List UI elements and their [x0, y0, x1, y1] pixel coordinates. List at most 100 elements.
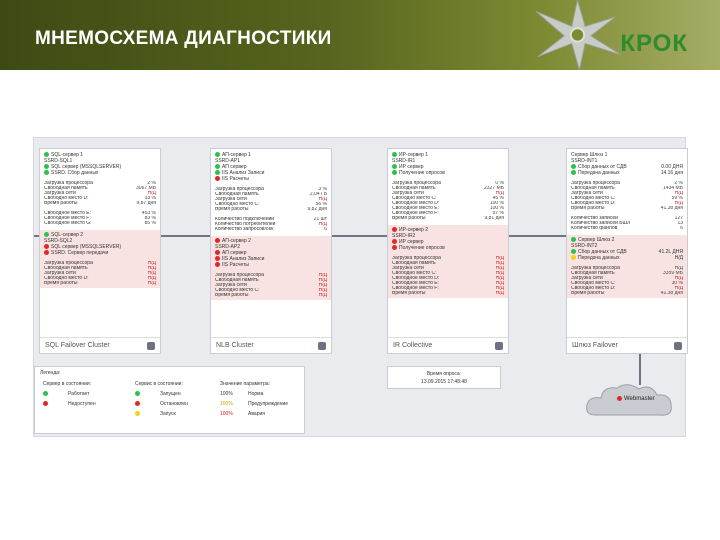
metric-row: Свободно место С:Н/Д [392, 271, 504, 276]
status-ok-icon [392, 170, 397, 176]
service-line: SSRD-SQL2 [44, 238, 156, 244]
metric-label: Свободно место С: [215, 202, 260, 207]
legend-title: Легенда: [40, 370, 61, 376]
service-label: АП сервер [222, 164, 247, 170]
metric-label: Время работы [44, 281, 78, 286]
service-line: ИР сервер [392, 239, 504, 245]
metric-value: Н/Д [318, 278, 327, 283]
metric-value: Н/Д [674, 266, 683, 271]
metric-label: Свободно место С: [571, 281, 616, 286]
metric-label: Свободная память [215, 278, 259, 283]
metric-value: Н/Д [147, 281, 156, 286]
service-label: SQL-сервер 1 [51, 152, 84, 158]
metric-label: Свободная память [44, 186, 88, 191]
service-line: SSRD-IR1 [392, 158, 504, 164]
status-error-icon [392, 227, 397, 233]
legend-server-states: Сервер в состоянии: Работает Недоступен [43, 379, 96, 409]
metric-label: Свободное место D: [392, 276, 440, 281]
service-label: Передача данных [578, 255, 620, 261]
panel-footer: Шлюз Failover [567, 337, 687, 353]
status-error-icon [617, 396, 622, 401]
metric-value: 2,04 ГБ [309, 192, 327, 197]
metric-label: Загрузка сети [44, 191, 76, 196]
service-line: АП сервер [215, 164, 327, 170]
metric-value: Н/Д [495, 281, 504, 286]
metric-value: 56 % [315, 202, 327, 207]
service-label: SSRD. Сбор данных [51, 170, 99, 176]
service-label: SQL-сервер 2 [51, 232, 84, 238]
metric-row: Свободное место F:83 % [44, 216, 156, 221]
status-error-icon [215, 262, 220, 268]
metric-row: Свободно место С:45 % [392, 196, 504, 201]
service-line: АП-сервер 2 [215, 238, 327, 244]
metric-value: Н/Д [318, 293, 327, 298]
metric-label: Время работы [392, 291, 426, 296]
metric-value: 85 % [144, 221, 156, 226]
metric-value: 9,87 дня [136, 201, 156, 206]
service-line: Получение опросов [392, 245, 504, 251]
metric-value: Н/Д [495, 191, 504, 196]
poll-time-box: Время опроса: 13.09.2015 17:48:48 [387, 366, 501, 389]
metric-label: Загрузка сети [215, 283, 247, 288]
service-label: IIS Анализ Записи [222, 170, 265, 176]
status-error-icon [135, 401, 140, 407]
metric-row: Свободное место E:453 % [44, 211, 156, 216]
service-line: SSRD. Сервер передачи [44, 250, 156, 256]
status-error-icon [215, 238, 220, 244]
cluster-icon [495, 341, 503, 350]
service-value: 14.16 дня [660, 170, 683, 176]
status-error-icon [43, 401, 48, 407]
metric-label: Загрузка сети [392, 266, 424, 271]
metric-label: Загрузка сети [571, 191, 603, 196]
metric-label: Свободная память [392, 186, 436, 191]
service-line: SQL-сервер 1 [44, 152, 156, 158]
panel-footer: SQL Failover Cluster [40, 337, 160, 353]
metric-value: Н/Д [147, 271, 156, 276]
legend-item: Остановлен [160, 401, 188, 407]
metric-row: Свободно место С: 56 % [215, 202, 327, 207]
service-label: SSRD. Сервер передачи [51, 250, 109, 256]
legend-head: Значение параметра: [220, 381, 270, 387]
metric-value: Н/Д [495, 286, 504, 291]
legend-item: Недоступен [68, 401, 96, 407]
metric-row: Свободное место F:Н/Д [392, 286, 504, 291]
metric-value: 41.38 дня [660, 291, 683, 296]
status-warning-icon [135, 411, 140, 417]
metric-label: Количество записей БШЛ [571, 221, 631, 226]
status-ok-icon [43, 391, 48, 397]
metric-value: Н/Д [147, 191, 156, 196]
legend-item: Предупреждение [248, 401, 289, 407]
service-line: АП-сервер 1 [215, 152, 327, 158]
metric-row: Свободно место С:59 % [571, 196, 683, 201]
service-label: SQL сервер (MSSQLSERVER) [51, 164, 122, 170]
service-label: SSRD-IR2 [392, 233, 416, 239]
poll-time-label: Время опроса: [426, 371, 462, 377]
metric-label: Свободное место E: [44, 211, 92, 216]
metric-value: Н/Д [495, 271, 504, 276]
cluster-icon [318, 341, 326, 350]
metric-label: Свободная память [392, 261, 436, 266]
service-label: IIS Расчеты [222, 176, 249, 182]
legend-value-states: Значение параметра: 100%Норма 100%Предуп… [220, 379, 288, 419]
service-line: IIS Расчеты [215, 176, 327, 182]
metric-value: 127 [674, 216, 683, 221]
metric-value: 2327 МБ [484, 186, 504, 191]
metric-label: Количество записей [571, 216, 618, 221]
metric-row: Свободное место D:Н/Д [392, 276, 504, 281]
status-error-icon [44, 250, 49, 256]
metric-label: Количество потребителей [215, 222, 276, 227]
metric-row: Свободное место G:85 % [44, 221, 156, 226]
metric-value: 0 % [495, 181, 504, 186]
metric-row: Свободно место D:Н/Д [44, 276, 156, 281]
